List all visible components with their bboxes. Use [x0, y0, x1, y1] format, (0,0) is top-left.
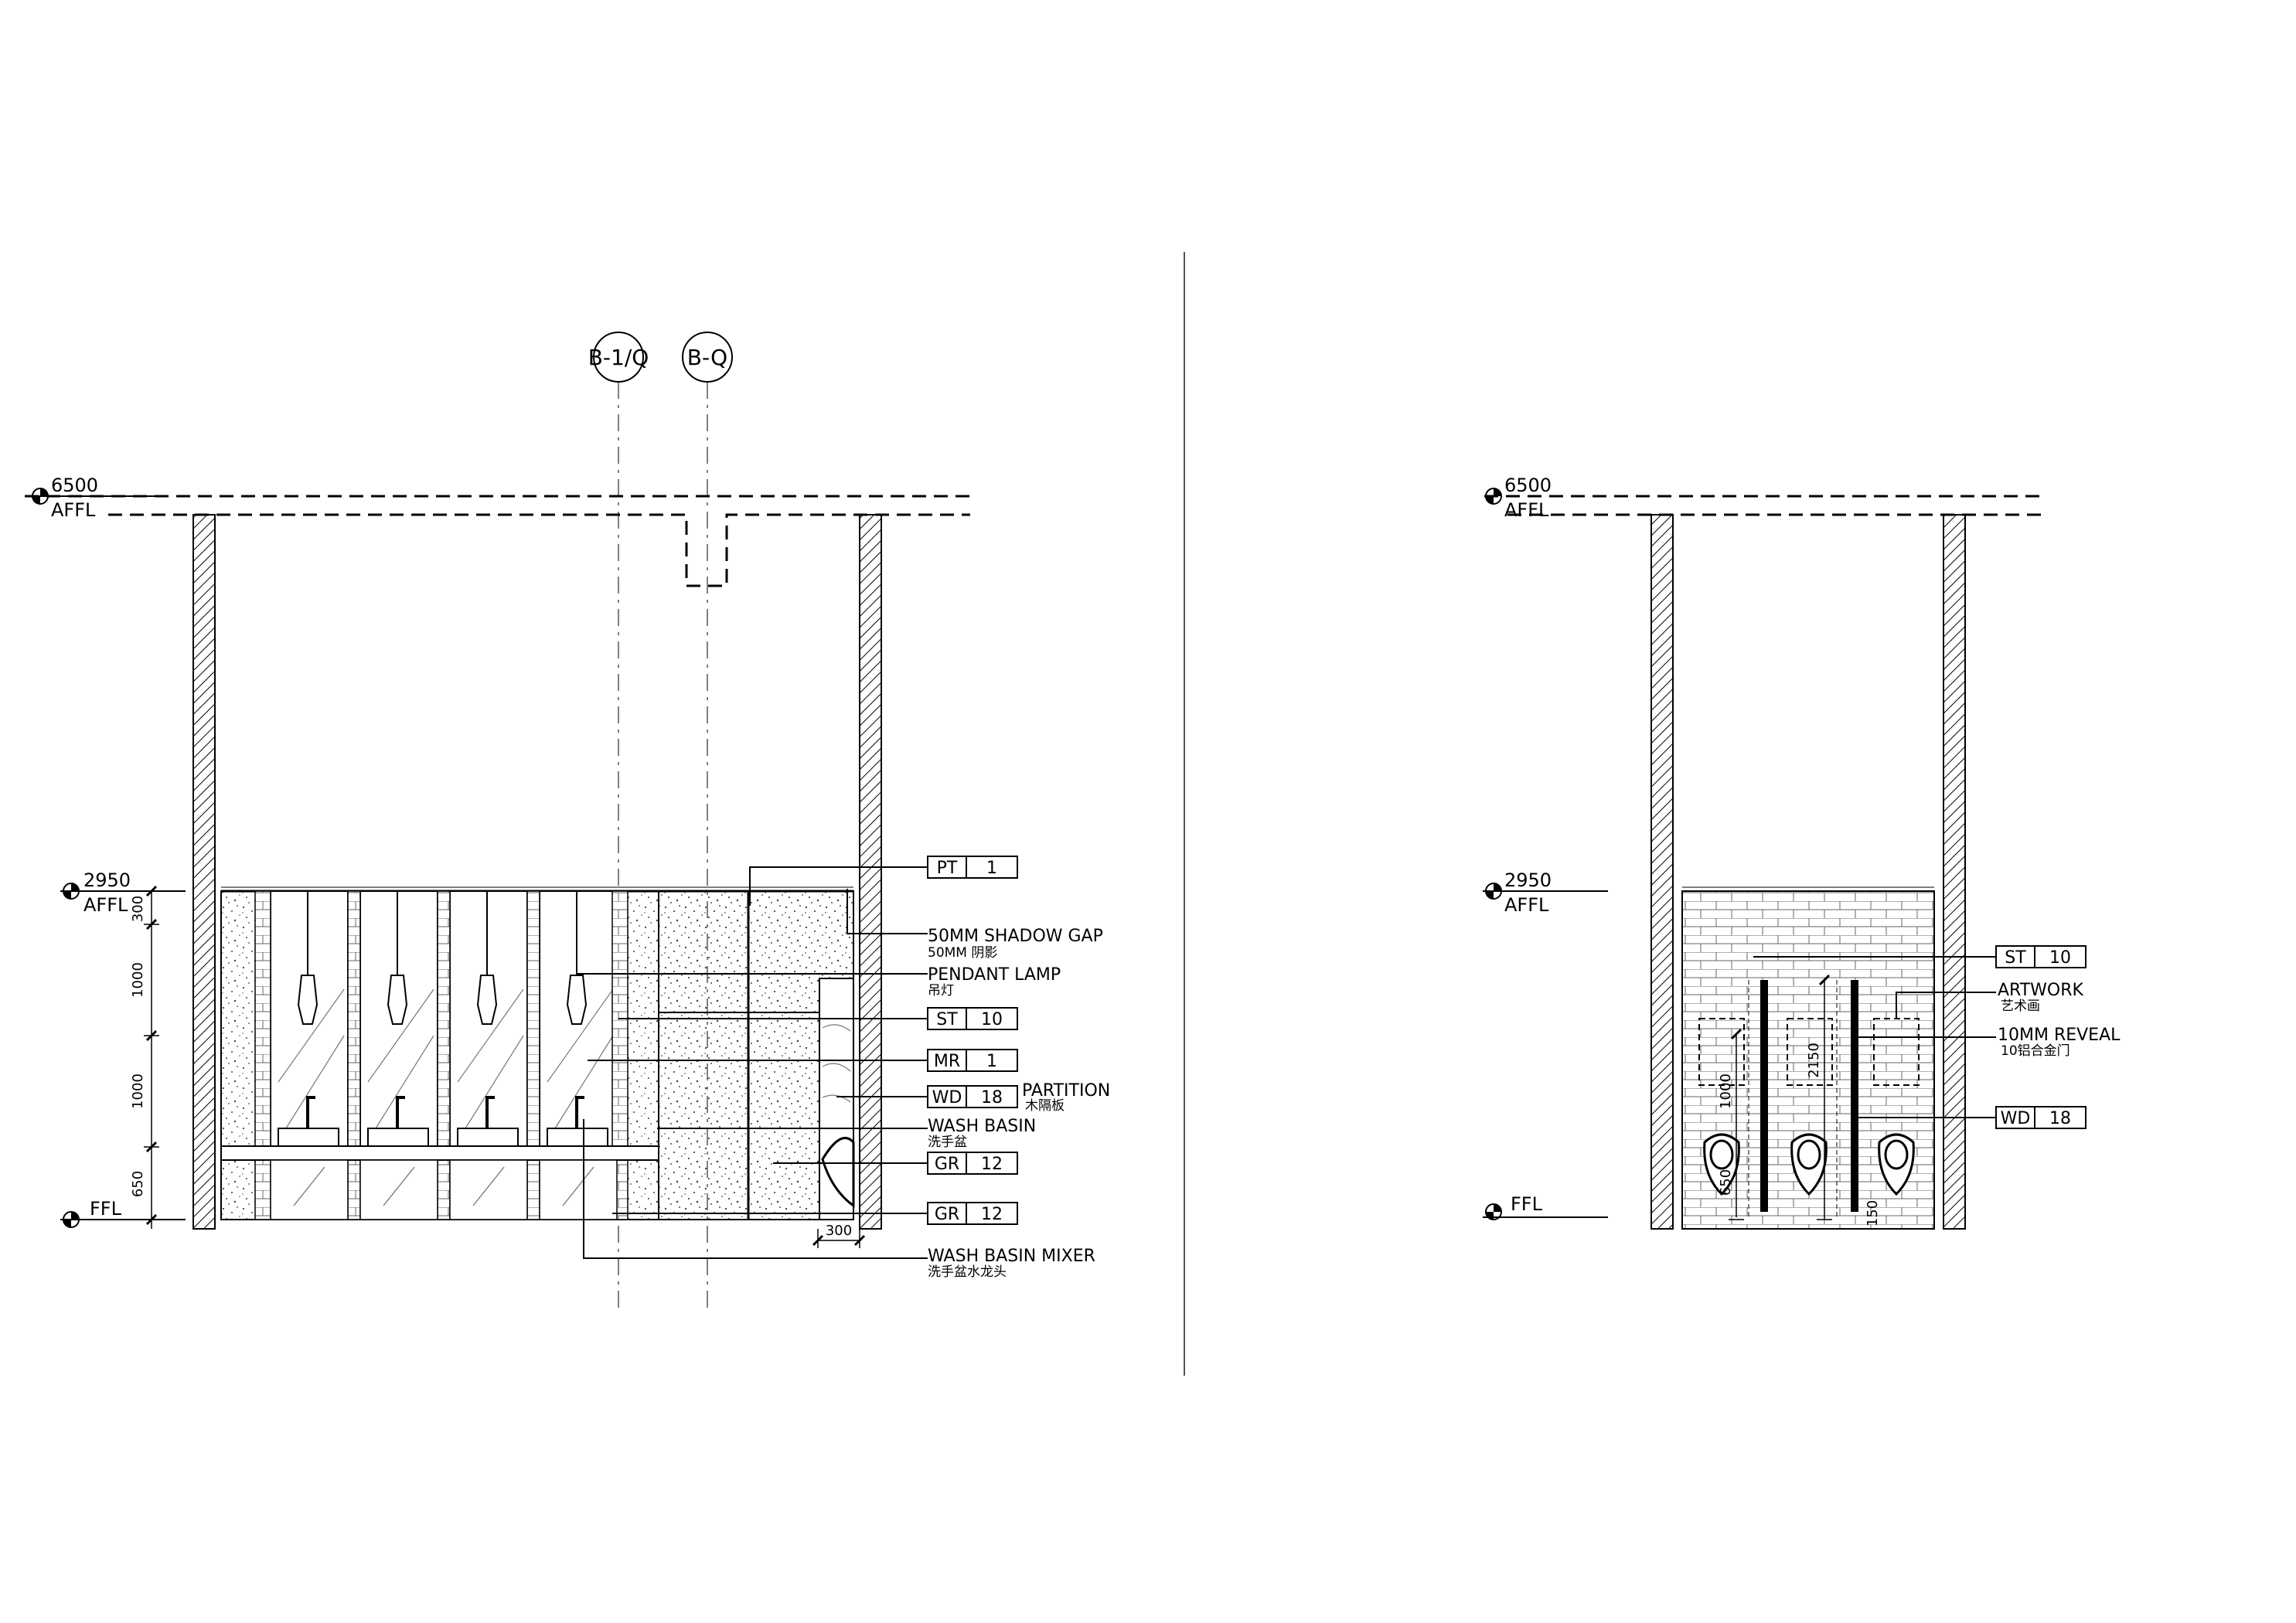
urinal-partitions [1748, 980, 1858, 1216]
right-tag-st-10: ST 10 [1995, 945, 2086, 968]
tag-gr-12-lower: GR 12 [927, 1202, 1018, 1225]
tag-wd-code: WD [932, 1088, 962, 1108]
note-artwork-cn: 艺术画 [2001, 999, 2040, 1014]
tag-mr-num: 1 [986, 1052, 997, 1071]
level-marker-ffl: FFL [60, 1198, 186, 1228]
left-wall-column-a [192, 514, 216, 1230]
tag-st-code: ST [936, 1010, 958, 1029]
vanity-cabinet [270, 1159, 618, 1220]
note-artwork: ARTWORK [1998, 981, 2084, 1000]
right-level-marker-2950: 2950 AFFL [1483, 869, 1608, 916]
right-tag-st-code: ST [2005, 948, 2026, 968]
tag-gr-12-upper: GR 12 [927, 1152, 1018, 1175]
right-level-6500-value: 6500 [1504, 475, 1552, 496]
right-level-marker-ffl: FFL [1483, 1193, 1608, 1220]
right-tag-wd-18: WD 18 [1995, 1106, 2086, 1129]
note-shadow-gap: 50MM SHADOW GAP [928, 927, 1103, 946]
right-elevation: 6500 AFFL 2950 AFFL FFL [1483, 475, 2121, 1230]
note-reveal-cn: 10铝合金门 [2001, 1043, 2070, 1059]
right-leader-lines [1753, 956, 1996, 1118]
tag-wd-18: WD 18 [927, 1085, 1018, 1108]
left-leader-lines [577, 866, 928, 1259]
tag-gr-num-upper: 12 [981, 1155, 1003, 1174]
wash-basins [278, 1096, 608, 1149]
tag-pt-code: PT [937, 859, 958, 878]
right-dim-150: 150 [1865, 1200, 1881, 1227]
note-wash-basin-mixer: WASH BASIN MIXER [928, 1247, 1095, 1266]
right-level-ffl-value: FFL [1511, 1193, 1543, 1215]
grid-label-b-1q: B-1/Q [588, 345, 649, 370]
tag-gr-num-lower: 12 [981, 1205, 1003, 1224]
level-6500-ref: AFFL [51, 499, 96, 521]
note-wash-basin-cn: 洗手盆 [928, 1135, 967, 1150]
tag-st-num: 10 [981, 1010, 1003, 1029]
dim-300: 300 [130, 896, 146, 922]
note-pendant-lamp-cn: 吊灯 [928, 983, 954, 999]
dim-300-bottom: 300 [826, 1223, 852, 1239]
right-level-2950-ref: AFFL [1504, 894, 1549, 916]
tag-gr-code-upper: GR [935, 1155, 959, 1174]
note-pendant-lamp: PENDANT LAMP [928, 965, 1061, 985]
right-tag-st-num: 10 [2049, 948, 2071, 968]
note-partition: PARTITION [1022, 1081, 1110, 1101]
note-shadow-gap-cn: 50MM 阴影 [928, 945, 997, 961]
note-wash-basin: WASH BASIN [928, 1117, 1036, 1136]
level-6500-value: 6500 [51, 475, 98, 496]
right-dim-650: 650 [1718, 1169, 1734, 1196]
vanity-countertop [220, 1145, 659, 1161]
tag-gr-code-lower: GR [935, 1205, 959, 1224]
dim-1000-upper: 1000 [130, 962, 146, 998]
right-dim-1000: 1000 [1718, 1073, 1734, 1109]
right-tag-wd-code: WD [2001, 1109, 2031, 1128]
note-partition-cn: 木隔板 [1025, 1098, 1065, 1114]
note-reveal: 10MM REVEAL [1998, 1026, 2121, 1045]
dim-1000-lower: 1000 [130, 1073, 146, 1109]
right-wall-column-a [1650, 514, 1674, 1230]
wash-basin-corner [821, 1137, 855, 1208]
left-elevation: B-1/Q B-Q 6500 AFFL 2950 AFFL [25, 332, 1110, 1310]
tag-st-10: ST 10 [927, 1007, 1018, 1030]
bottom-dimension-300 [812, 1229, 866, 1248]
right-dimension-lines [1729, 974, 1832, 1220]
dim-650: 650 [130, 1171, 146, 1197]
grid-line-b-1q: B-1/Q [588, 332, 649, 1310]
grid-line-b-q: B-Q [682, 332, 733, 1310]
level-2950-ref: AFFL [83, 894, 128, 916]
left-dimension-chain [144, 885, 159, 1229]
right-level-6500-ref: AFFL [1504, 499, 1549, 521]
right-tag-wd-num: 18 [2049, 1109, 2071, 1128]
right-wall-column-b [1943, 514, 1966, 1230]
level-marker-2950: 2950 AFFL [60, 869, 186, 916]
level-marker-6500: 6500 AFFL [28, 475, 155, 521]
tag-mr-1: MR 1 [927, 1049, 1018, 1072]
left-wall-column-b [859, 514, 882, 1230]
right-dim-2150: 2150 [1806, 1043, 1822, 1078]
brick-pilasters [254, 890, 629, 1220]
grid-label-b-q: B-Q [687, 345, 727, 370]
tag-pt-num: 1 [986, 859, 997, 878]
note-wash-basin-mixer-cn: 洗手盆水龙头 [928, 1264, 1007, 1280]
tag-mr-code: MR [934, 1052, 960, 1071]
tag-wd-num: 18 [981, 1088, 1003, 1108]
ceiling-line-lower [108, 513, 970, 587]
urinals [1703, 1133, 1915, 1196]
pendant-lamps [297, 891, 588, 1025]
right-level-2950-value: 2950 [1504, 869, 1552, 891]
tag-pt-1: PT 1 [927, 856, 1018, 879]
right-level-marker-6500: 6500 AFFL [1485, 475, 1552, 521]
level-2950-value: 2950 [83, 869, 131, 891]
level-ffl-value: FFL [90, 1198, 122, 1220]
